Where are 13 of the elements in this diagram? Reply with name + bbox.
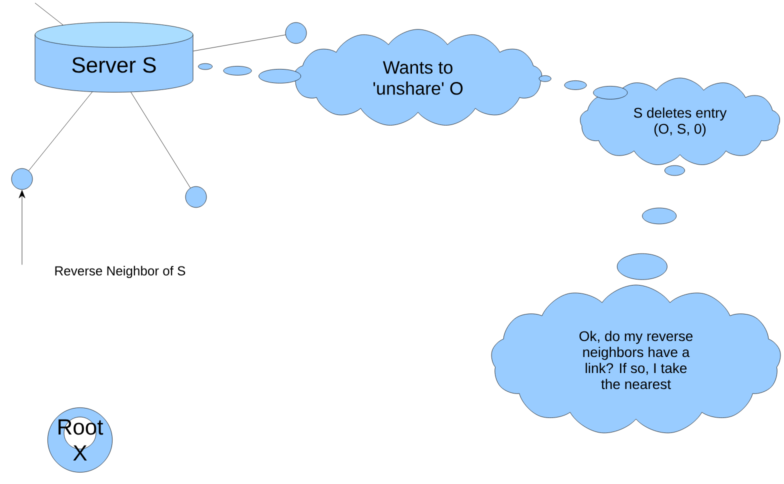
line: [34, 2, 64, 26]
neighbor-circle: [11, 168, 33, 190]
arrow: [18, 190, 26, 265]
server-cylinder: Server S: [34, 22, 194, 92]
neighbor-circle: [185, 186, 207, 208]
link-line: [130, 92, 191, 188]
thought-cloud: Wants to 'unshare' O: [294, 29, 542, 126]
thought-cloud: Ok, do my reverse neighbors have a link? If so, I take the nearest: [491, 284, 781, 434]
annotation-text: Reverse Neighbor of S: [55, 266, 186, 278]
thought-cloud: S deletes entry (O, S, 0): [580, 78, 780, 165]
neighbor-circle: [285, 22, 307, 44]
link-line: [193, 34, 286, 52]
link-line: [28, 92, 92, 171]
